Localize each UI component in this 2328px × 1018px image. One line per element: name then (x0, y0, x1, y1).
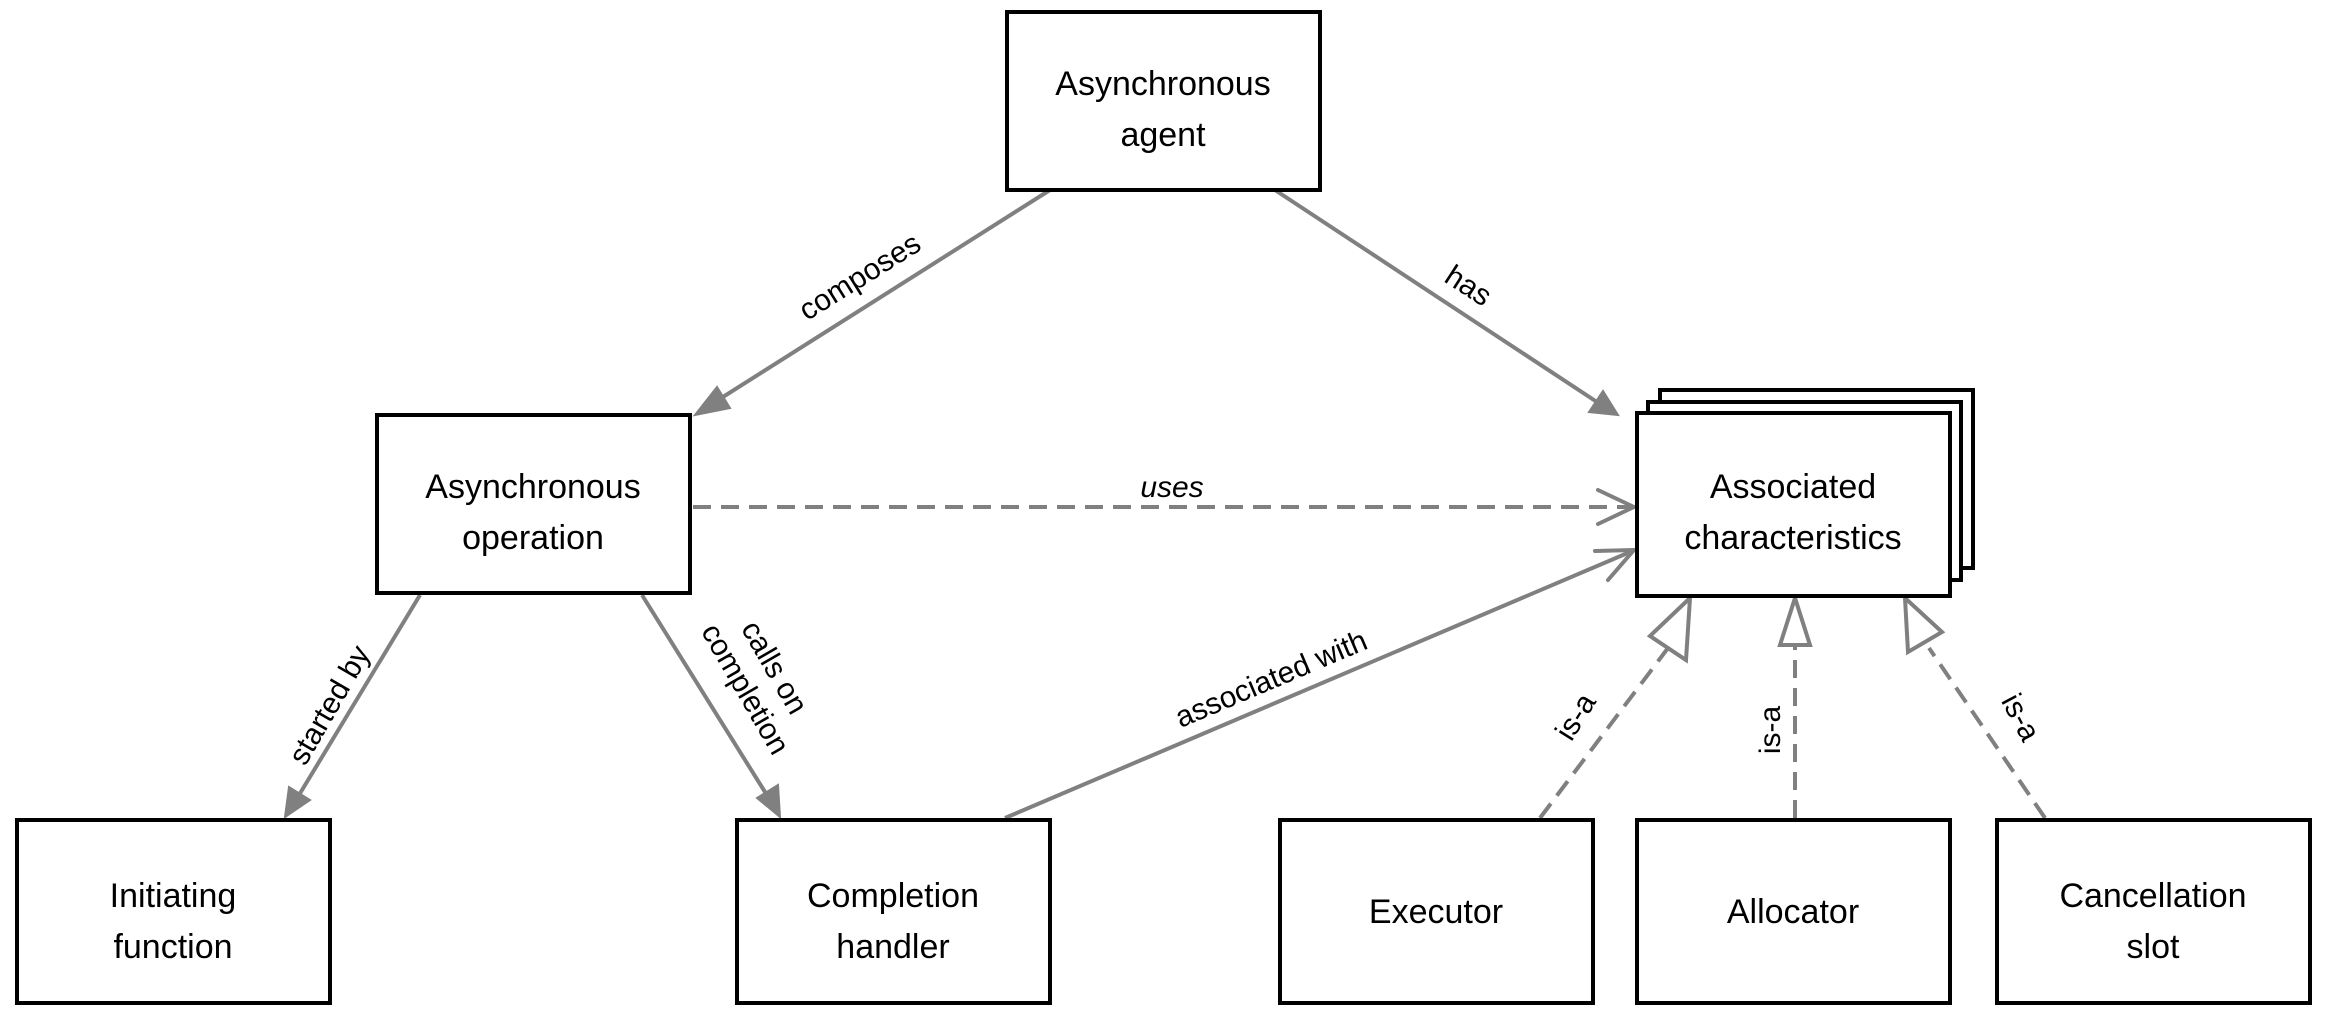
node-label-line2: slot (2127, 928, 2180, 966)
arrowhead-hollow-triangle-icon (1646, 593, 1693, 664)
node-allocator: Allocator (1635, 818, 1952, 1005)
edge-composes: composes (692, 188, 1052, 417)
edge-label-is-a: is-a (1754, 706, 1787, 755)
node-cancellation-slot: Cancellation slot (1995, 818, 2312, 1005)
arrowhead-open-icon (1593, 548, 1636, 582)
node-initiating-function: Initiating function (15, 818, 332, 1005)
node-asynchronous-agent: Asynchronous agent (1005, 10, 1322, 192)
node-label-line1: Completion (807, 877, 979, 915)
node-label-line2: handler (836, 928, 949, 966)
arrowhead-hollow-triangle-icon (1777, 591, 1813, 647)
edge-associated-with: associated with (1004, 548, 1636, 820)
node-asynchronous-operation: Asynchronous operation (375, 413, 692, 595)
node-label-line1: Initiating (110, 877, 237, 915)
node-label-line1: Associated (1710, 468, 1876, 506)
edge-calls-on-completion: calls on completion (640, 593, 826, 820)
edge-label-is-a: is-a (1549, 687, 1603, 746)
node-label-line2: agent (1120, 116, 1206, 154)
edge-label-calls-on-completion: calls on completion (694, 600, 826, 760)
edge-label-associated-with: associated with (1170, 624, 1372, 735)
edge-uses: uses (693, 471, 1636, 526)
arrowhead-filled-icon (1587, 389, 1620, 417)
edge-started-by: started by (283, 593, 422, 820)
node-associated-characteristics: Associated characteristics (1635, 388, 1975, 598)
arrowhead-filled-icon (692, 385, 732, 417)
arrowhead-hollow-triangle-icon (1902, 593, 1946, 656)
arrowhead-filled-icon (283, 785, 312, 820)
node-label-line2: characteristics (1684, 519, 1901, 557)
node-label-line1: Asynchronous (425, 468, 640, 506)
edge-is-a-cancellation: is-a (1902, 593, 2047, 820)
edge-is-a-executor: is-a (1538, 593, 1693, 820)
stack-front-sheet (1635, 411, 1952, 598)
node-executor: Executor (1278, 818, 1595, 1005)
node-label-line1: Executor (1369, 893, 1503, 931)
arrowhead-filled-icon (755, 783, 782, 820)
node-label-line1: Allocator (1727, 893, 1859, 931)
edge-is-a-allocator: is-a (1754, 591, 1813, 818)
edge-label-uses: uses (1140, 471, 1203, 504)
node-label-line2: operation (462, 519, 604, 557)
edge-has: has (1273, 188, 1620, 417)
edge-label-started-by: started by (283, 640, 377, 771)
node-label-line1: Cancellation (2059, 877, 2246, 915)
node-completion-handler: Completion handler (735, 818, 1052, 1005)
node-label-line1: Asynchronous (1055, 65, 1270, 103)
edge-label-is-a: is-a (1994, 688, 2046, 746)
node-label-line2: function (113, 928, 232, 966)
arrowhead-open-icon (1596, 488, 1636, 526)
